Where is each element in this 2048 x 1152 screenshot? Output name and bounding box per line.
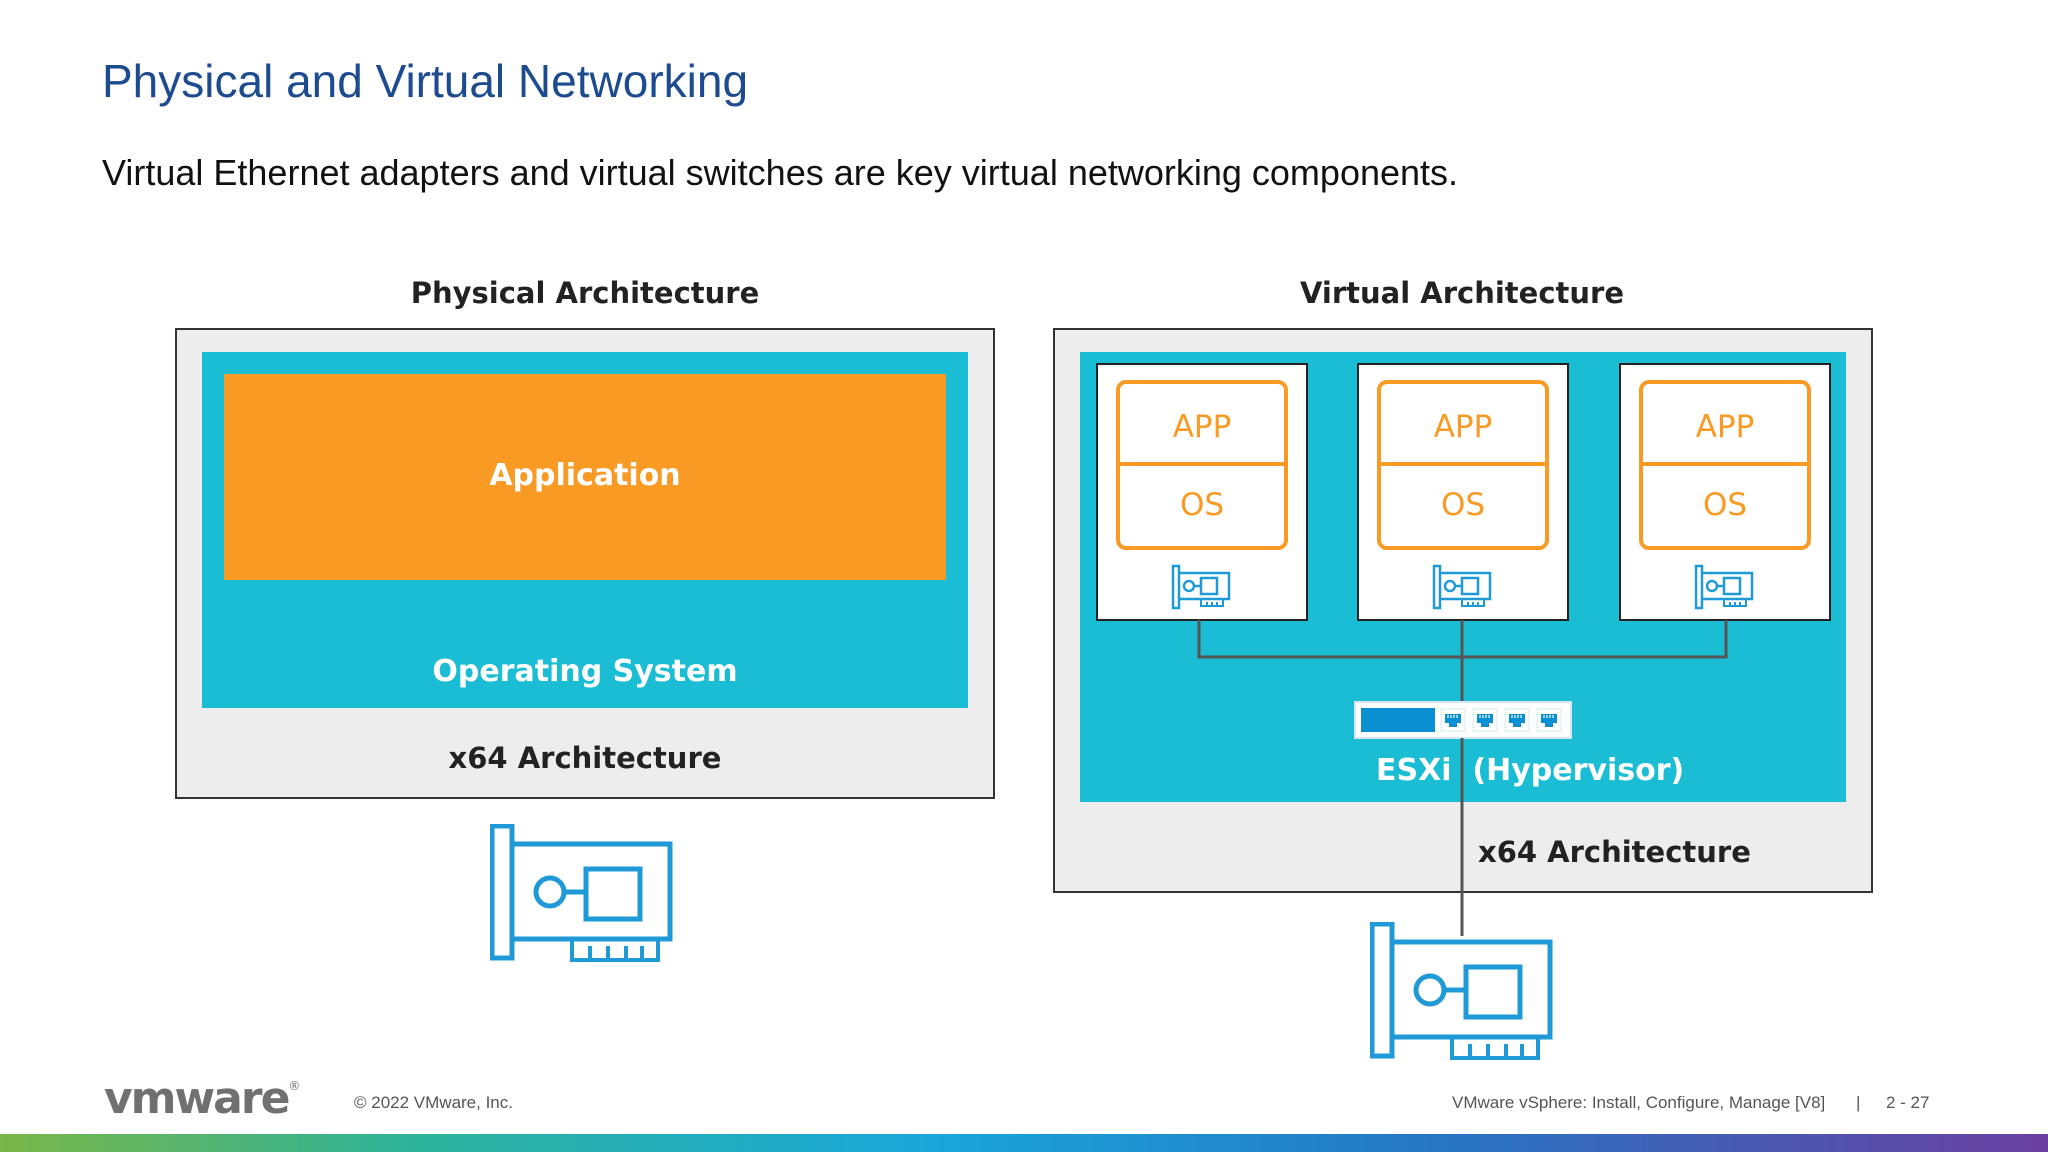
network-card-icon [492, 826, 670, 960]
vm-app-label: APP [1173, 409, 1232, 445]
physical-hardware-label: x64 Architecture [449, 741, 722, 775]
physical-application-label: Application [489, 458, 680, 493]
hypervisor-label: ESXi (Hypervisor) [1376, 753, 1684, 788]
physical-application-layer [224, 374, 946, 580]
virtual-switch-icon[interactable] [1354, 701, 1572, 739]
vm-app-label: APP [1696, 409, 1755, 445]
vm-os-label: OS [1703, 487, 1747, 523]
page-number: 2 - 27 [1886, 1093, 1930, 1112]
virtual-heading: Virtual Architecture [1300, 276, 1624, 310]
virtual-machine[interactable]: APP OS [1357, 363, 1569, 621]
switch-port-icon [1440, 708, 1466, 732]
slide-subtitle: Virtual Ethernet adapters and virtual sw… [102, 152, 1459, 193]
copyright-text: © 2022 VMware, Inc. [354, 1093, 513, 1112]
virtual-machine[interactable]: APP OS [1096, 363, 1308, 621]
vm-to-switch-connector [1197, 620, 1728, 703]
vm-os-label: OS [1180, 487, 1224, 523]
switch-port-icon [1504, 708, 1530, 732]
vm-os-label: OS [1441, 487, 1485, 523]
physical-heading: Physical Architecture [411, 276, 760, 310]
course-title: VMware vSphere: Install, Configure, Mana… [1452, 1093, 1826, 1112]
switch-port-icon [1536, 708, 1562, 732]
switch-port-icon [1472, 708, 1498, 732]
network-card-icon [1372, 924, 1550, 1058]
virtual-machine[interactable]: APP OS [1619, 363, 1831, 621]
virtual-hardware-label: x64 Architecture [1478, 835, 1751, 869]
physical-os-label: Operating System [432, 654, 737, 689]
vm-app-label: APP [1434, 409, 1493, 445]
vmware-logo: vmware® [104, 1073, 301, 1124]
slide-title: Physical and Virtual Networking [102, 55, 749, 107]
footer-separator: | [1856, 1093, 1861, 1112]
brand-gradient-bar [0, 1134, 2048, 1152]
